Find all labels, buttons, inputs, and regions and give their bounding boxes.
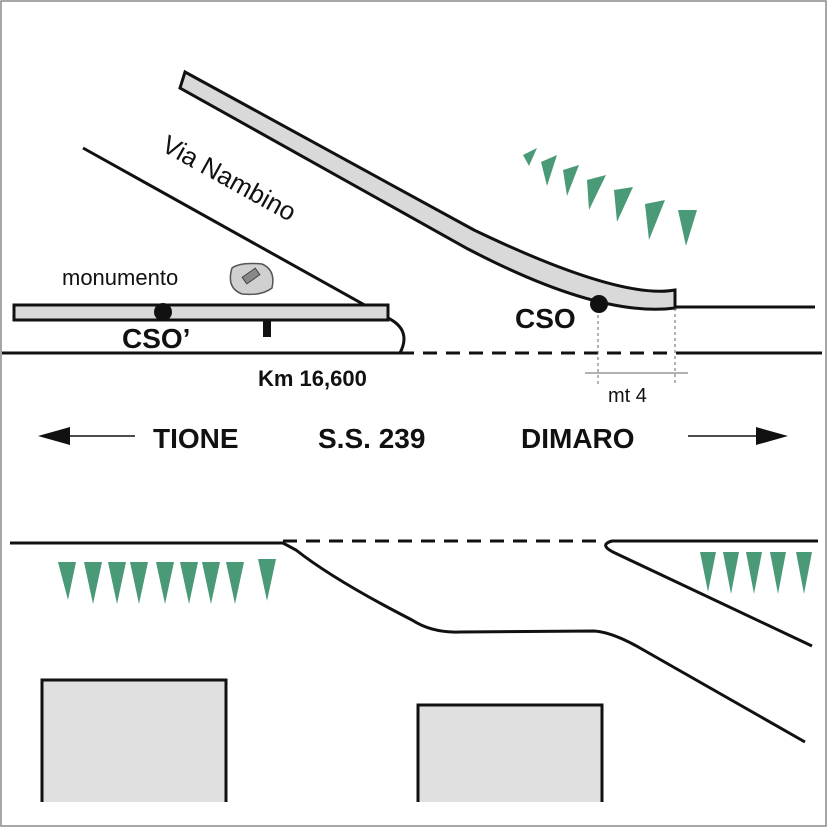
km-marker: [263, 320, 271, 337]
km-label: Km 16,600: [258, 366, 367, 391]
tree-icon: [700, 552, 716, 592]
tree-row-top: [523, 148, 697, 246]
tree-row-lower-left: [58, 559, 276, 604]
tree-icon: [84, 562, 102, 604]
cso-label: CSO: [515, 303, 576, 334]
tree-icon: [226, 562, 244, 604]
building-left: [40, 678, 228, 802]
tree-icon: [58, 562, 76, 600]
cso-point: [590, 295, 608, 313]
lower-road-edge: [10, 541, 806, 744]
left-road-edge: [82, 146, 389, 320]
tree-icon: [678, 210, 697, 246]
frontage-strip: [12, 303, 390, 322]
tree-icon: [614, 187, 633, 222]
arrow-right-icon: [688, 427, 788, 445]
tree-icon: [130, 562, 148, 604]
tree-icon: [258, 559, 276, 601]
tree-icon: [202, 562, 220, 604]
cso-prime-point: [154, 303, 172, 321]
tree-icon: [563, 165, 579, 196]
tree-icon: [523, 148, 537, 166]
ss239-label: S.S. 239: [318, 423, 425, 454]
tree-icon: [541, 155, 557, 186]
monument-icon: [229, 262, 274, 296]
tree-icon: [156, 562, 174, 604]
tree-icon: [645, 200, 665, 240]
tree-icon: [587, 175, 606, 210]
building-center: [416, 703, 604, 802]
tree-icon: [723, 552, 739, 594]
tree-icon: [796, 552, 812, 594]
tione-label: TIONE: [153, 423, 239, 454]
distance-label: mt 4: [608, 385, 647, 407]
cso-prime-label: CSO’: [122, 323, 190, 354]
tree-icon: [108, 562, 126, 604]
tree-icon: [746, 552, 762, 594]
lower-right-branch: [604, 539, 818, 648]
monument-label: monumento: [62, 265, 178, 290]
tree-icon: [770, 552, 786, 594]
tree-row-lower-right: [700, 552, 812, 594]
tree-icon: [180, 562, 198, 604]
dimaro-label: DIMARO: [521, 423, 635, 454]
island-tip: [2, 316, 406, 355]
arrow-left-icon: [38, 427, 135, 445]
